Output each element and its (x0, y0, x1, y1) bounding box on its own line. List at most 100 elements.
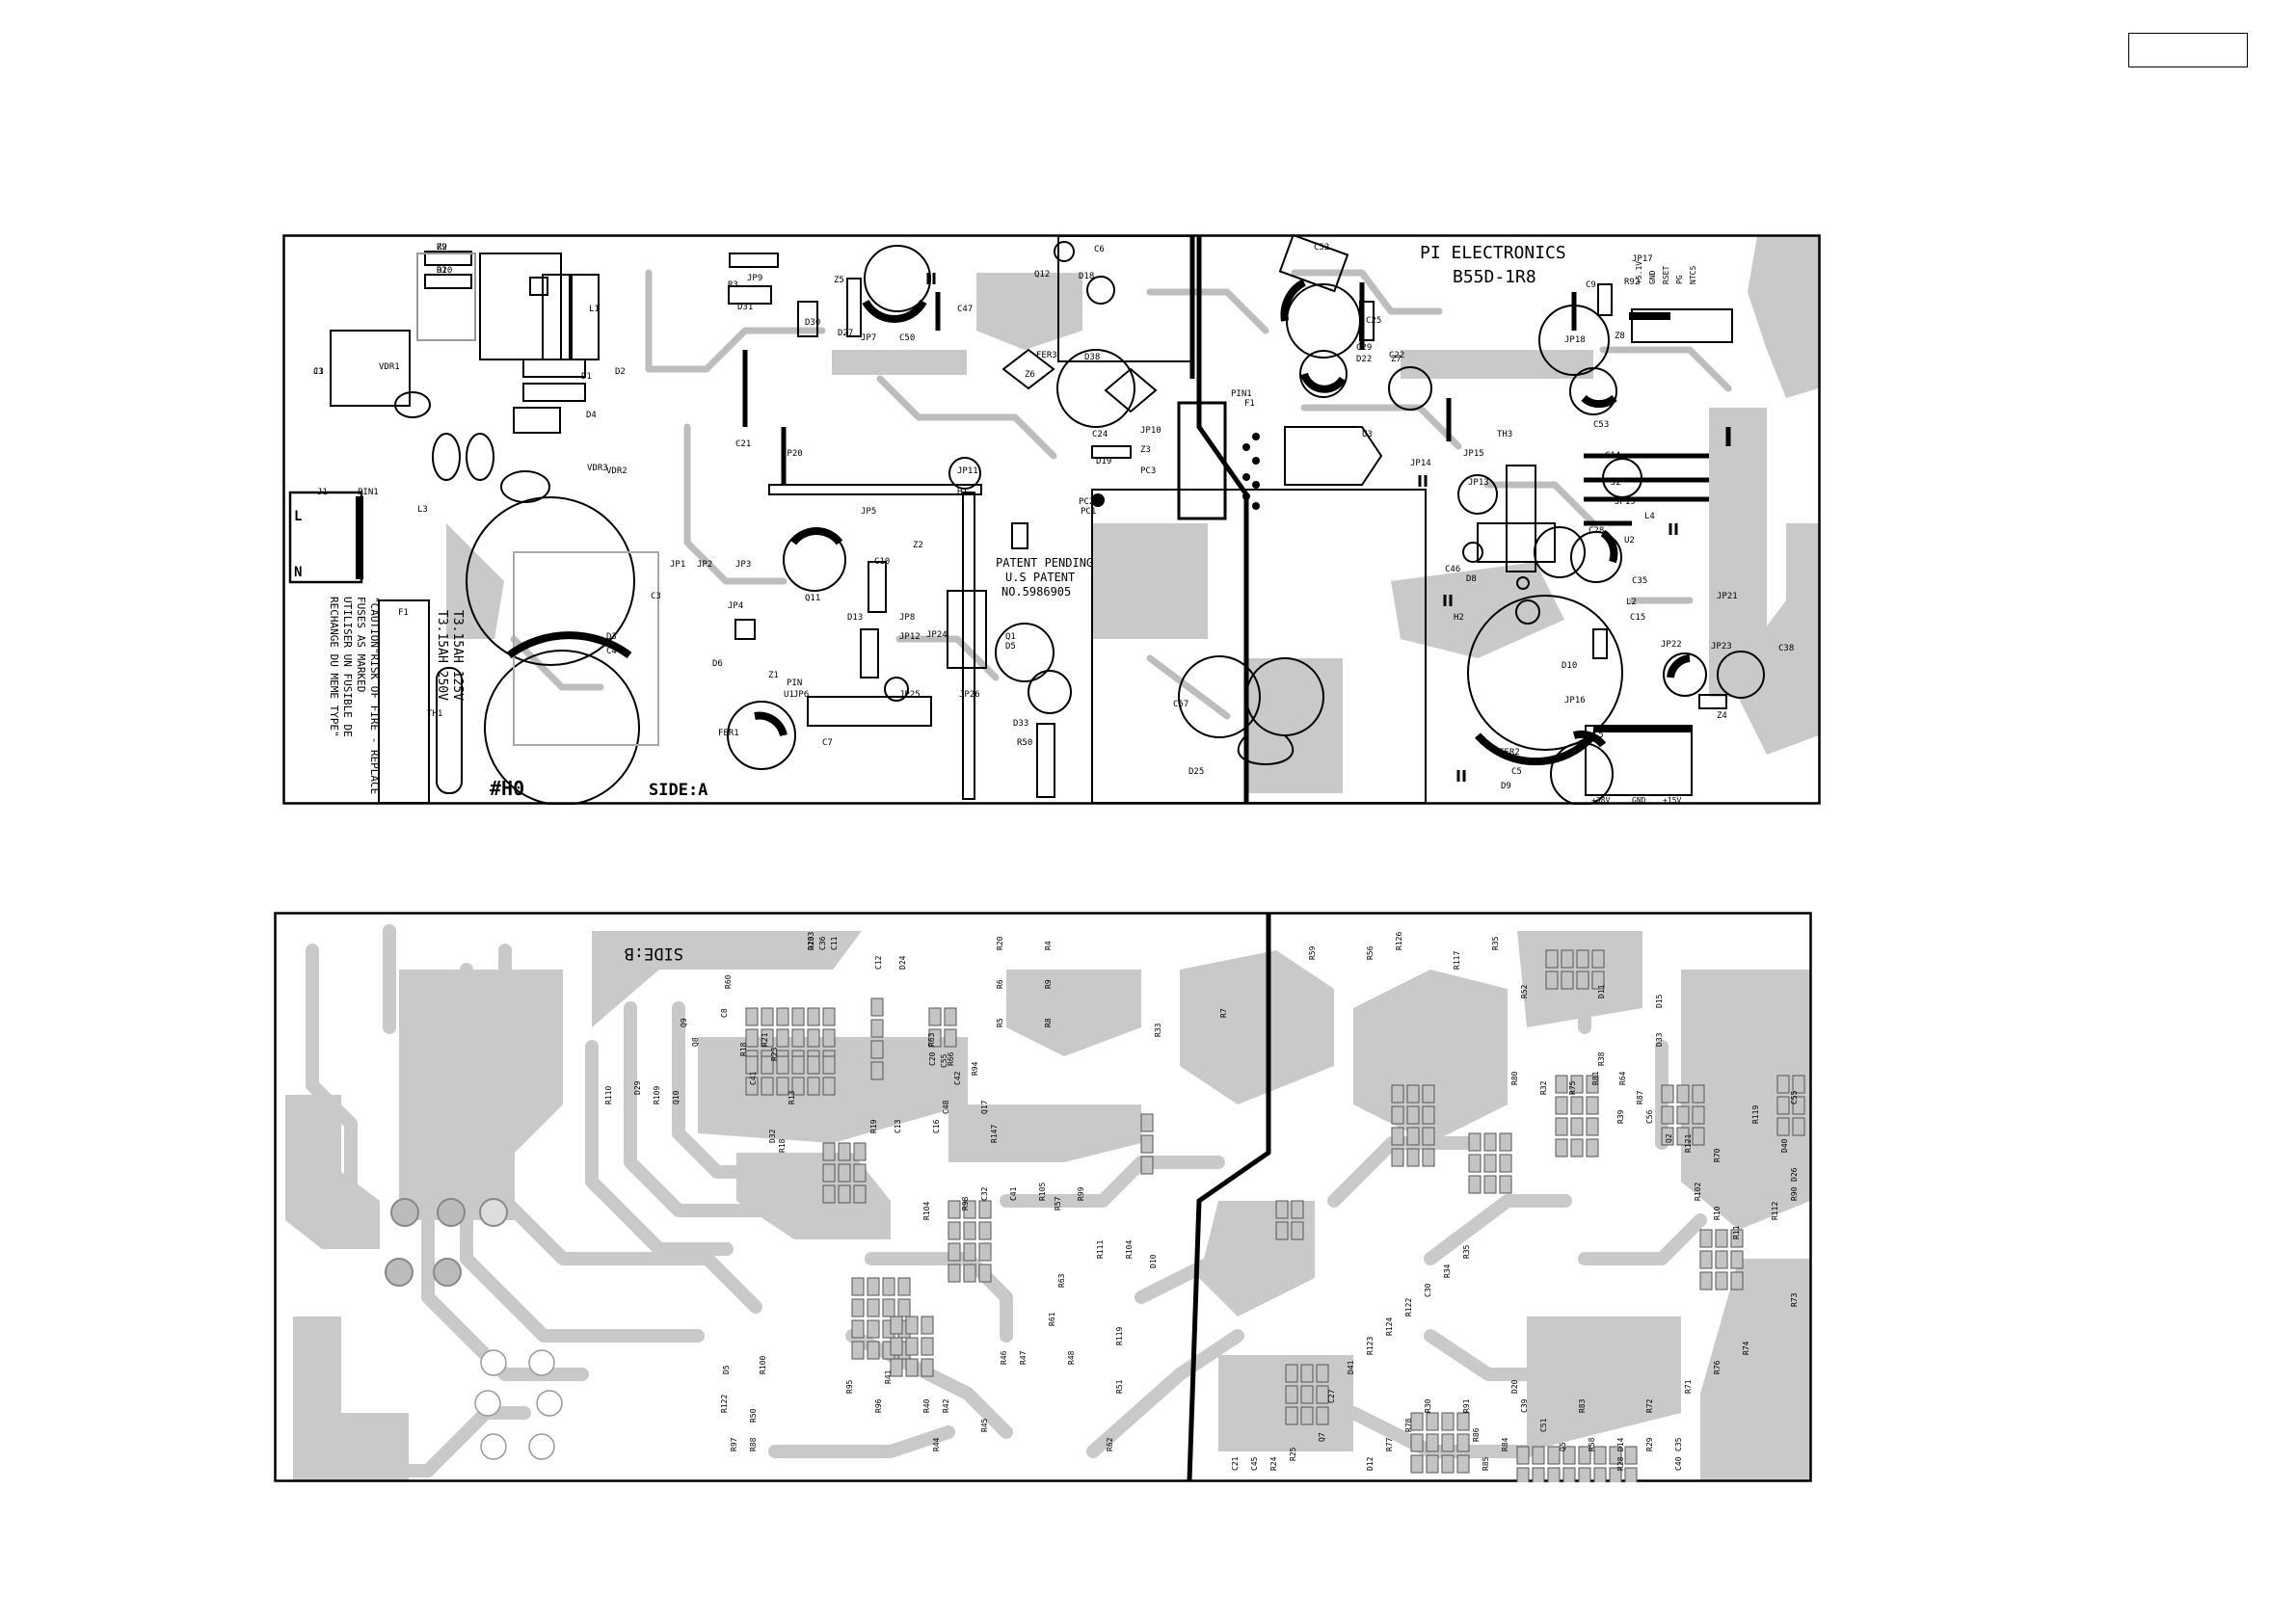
component-label: C9 (1586, 280, 1596, 290)
component-label: C39 (1520, 1398, 1529, 1413)
smd-pad (1586, 1117, 1599, 1136)
caution-line-2: FUSES AS MARKED (355, 597, 367, 692)
input-label-l: L (294, 509, 302, 524)
smd-pad (853, 1184, 867, 1204)
component-label: Z3 (1140, 445, 1151, 455)
component-label: JP8 (899, 613, 915, 623)
smd-pad (1468, 1132, 1482, 1152)
smd-pad (1562, 1467, 1576, 1482)
smd-pad (807, 1007, 820, 1026)
smd-pad (978, 1200, 992, 1219)
component-label: R85 (1482, 1456, 1490, 1471)
smd-pad (963, 1221, 976, 1240)
smd-pad (921, 1337, 934, 1356)
smd-pad (791, 1055, 805, 1075)
component-label: PIN1 (1231, 389, 1252, 399)
component-label: JP2 (697, 560, 712, 570)
smd-pad (1422, 1148, 1435, 1167)
component-label: D6 (712, 659, 723, 669)
component-label: JP7 (861, 333, 876, 343)
component-label: R28 (1616, 1456, 1625, 1471)
component-label: R56 (1366, 945, 1375, 960)
smd-pad (944, 1007, 957, 1026)
component-label: R23 (770, 1047, 779, 1061)
smd-pad (822, 1007, 836, 1026)
component-label: R96 (874, 1398, 883, 1413)
component-label: C4 (606, 647, 617, 656)
component-label: Z9 (437, 243, 447, 253)
smd-pad (761, 1007, 774, 1026)
component-label: R20 (996, 936, 1004, 950)
smd-pad (1468, 1175, 1482, 1194)
component-label: D40 (1780, 1138, 1789, 1153)
component-label: PC1 (1081, 507, 1096, 517)
component-label: R109 (653, 1086, 661, 1104)
component-label: JP3 (735, 560, 751, 570)
component-label: D3 (606, 632, 617, 642)
component-label: R24 (1269, 1456, 1278, 1471)
component-label: C24 (1092, 430, 1108, 439)
smd-pad (761, 1055, 774, 1075)
component-label: JP10 (1140, 426, 1161, 436)
smd-pad (1591, 949, 1605, 969)
component-label: C30 (1424, 1283, 1432, 1297)
component-label: R77 (1385, 1437, 1394, 1451)
component-label: R80 (1510, 1071, 1519, 1085)
smd-pad (1300, 1364, 1314, 1383)
component-label: C57 (1173, 700, 1188, 709)
component-label: C35 (1632, 576, 1647, 586)
component-label: R18 (778, 1138, 787, 1153)
smd-pad (1422, 1084, 1435, 1104)
component-label: C8 (720, 1008, 729, 1018)
component-label: C55 (1790, 1090, 1799, 1104)
component-label: F1 (1244, 399, 1255, 409)
smd-pad (978, 1221, 992, 1240)
component-label: R40 (922, 1398, 931, 1413)
smd-pad (1776, 1096, 1790, 1115)
component-label: R75 (1568, 1080, 1577, 1095)
component-label: R58 (1588, 1437, 1596, 1451)
smd-pad (921, 1316, 934, 1335)
smd-pad (1570, 1138, 1584, 1157)
component-label: R60 (724, 974, 733, 989)
component-label: J1 (317, 488, 328, 497)
component-label: L3 (417, 505, 428, 515)
smd-pad (776, 1077, 789, 1096)
component-label: Q1 (1005, 632, 1016, 642)
connector-label-ntcs: NTCS (1689, 266, 1697, 284)
component-label: JP25 (899, 690, 921, 700)
smd-pad (978, 1242, 992, 1262)
component-label: Q12 (1034, 270, 1050, 279)
component-label: R111 (1096, 1240, 1105, 1259)
component-label: D9 (1501, 782, 1511, 791)
component-label: R52 (1520, 984, 1529, 998)
component-label: D10 (1562, 661, 1577, 671)
component-label: JP4 (728, 601, 743, 611)
component-label: D23 (807, 936, 815, 950)
component-label: JP1 (670, 560, 685, 570)
component-label: D14 (1616, 1437, 1625, 1451)
smd-pad (890, 1337, 903, 1356)
component-label: D31 (737, 303, 753, 312)
component-label: R45 (980, 1418, 989, 1432)
component-label: JP11 (957, 466, 978, 476)
side-b-label: SIDE:B (625, 944, 683, 963)
component-label: R97 (730, 1437, 738, 1451)
smd-pad (791, 1007, 805, 1026)
smd-pad (1140, 1113, 1154, 1132)
component-label: R98 (961, 1196, 970, 1211)
smd-pad (1561, 949, 1574, 969)
smd-pad (1715, 1271, 1728, 1290)
component-label: R9 (1044, 979, 1053, 989)
component-label: Z8 (1615, 332, 1625, 341)
component-label: Q10 (672, 1090, 681, 1104)
component-label: R119 (1115, 1327, 1124, 1345)
input-label-n: N (294, 565, 302, 580)
component-label: R50 (1017, 738, 1032, 748)
component-label: R104 (1125, 1240, 1134, 1259)
smd-pad (1570, 1096, 1584, 1115)
component-label: C20 (928, 1051, 937, 1066)
component-label: U3 (1362, 430, 1373, 439)
patent-line-1: PATENT PENDING (996, 556, 1093, 570)
smd-pad (822, 1055, 836, 1075)
